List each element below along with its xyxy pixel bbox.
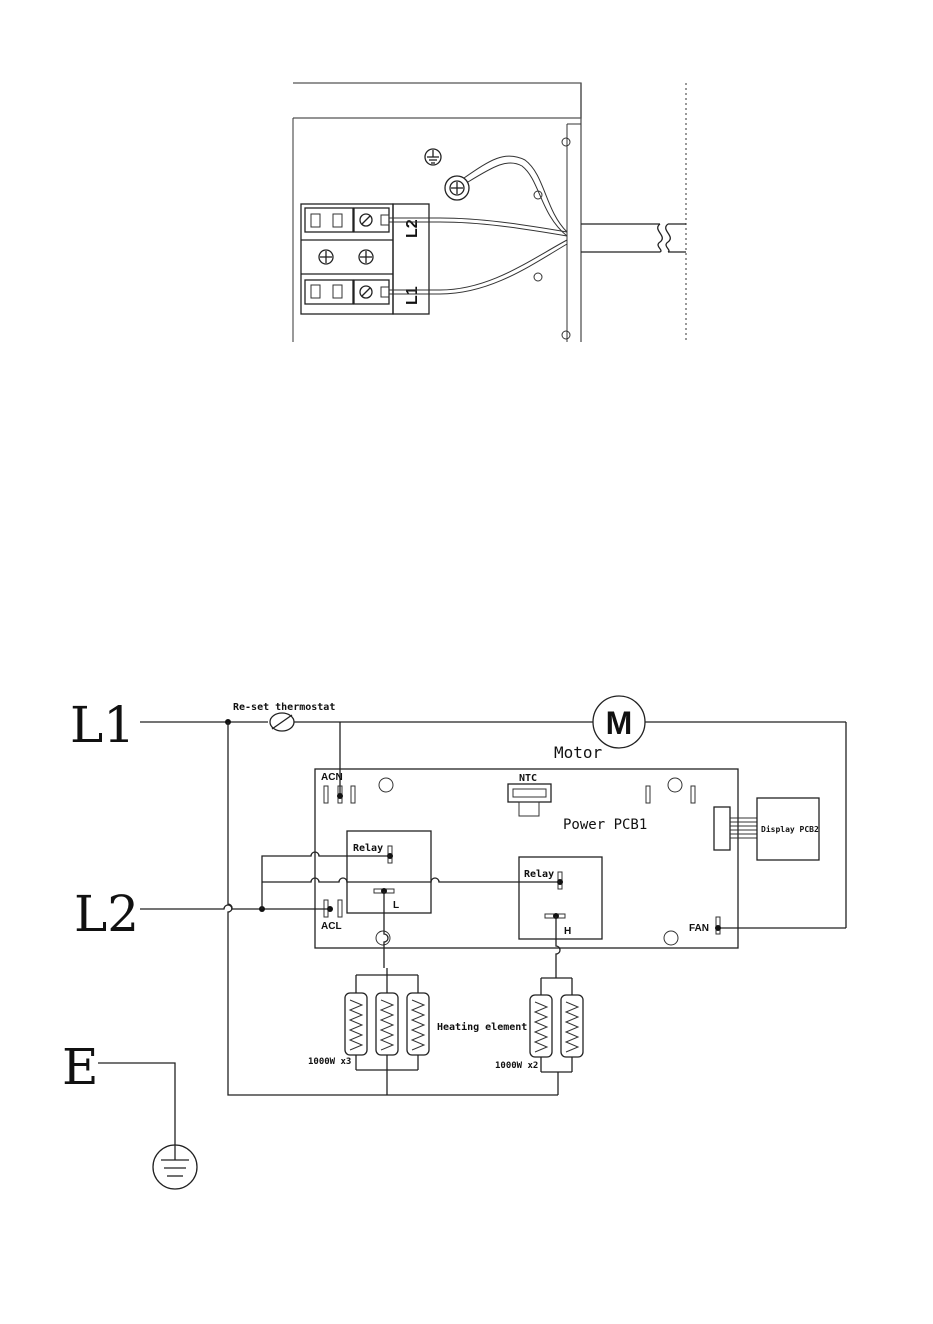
ground-symbol-icon: [153, 1145, 197, 1189]
power-pcb-board: [315, 769, 757, 948]
motor-symbol-letter: M: [606, 705, 633, 741]
acl-label: ACL: [321, 921, 342, 932]
heater-bank-2-rating: 1000W x2: [495, 1061, 538, 1071]
thermostat-label: Re-set thermostat: [233, 702, 335, 713]
motor-label: Motor: [554, 743, 603, 762]
terminal-l1-label: L1: [70, 696, 135, 754]
display-pcb-label: Display PCB2: [761, 824, 819, 834]
relay-2-label: Relay: [524, 869, 554, 880]
heater-feeds: [384, 891, 560, 972]
relay-1-label: Relay: [353, 843, 383, 854]
acn-label: ACN: [321, 772, 343, 783]
l1-circuit: [140, 713, 846, 1095]
terminal-e-label: E: [62, 1038, 99, 1096]
ntc-label: NTC: [519, 773, 537, 784]
power-pcb-label: Power PCB1: [563, 817, 647, 833]
l2-circuit: [140, 852, 560, 912]
heating-element-label: Heating element: [437, 1021, 527, 1033]
relay-1-pin-label: L: [393, 900, 399, 911]
terminal-l2-label: L2: [74, 885, 139, 943]
relay-2-pin-label: H: [564, 926, 571, 937]
earth-circuit: [98, 1063, 175, 1145]
heater-bank-1: [345, 968, 429, 1095]
fan-label: FAN: [689, 923, 709, 934]
heater-bank-2: [530, 972, 583, 1095]
motor-symbol: M: [593, 696, 645, 748]
heater-bank-1-rating: 1000W x3: [308, 1057, 351, 1067]
